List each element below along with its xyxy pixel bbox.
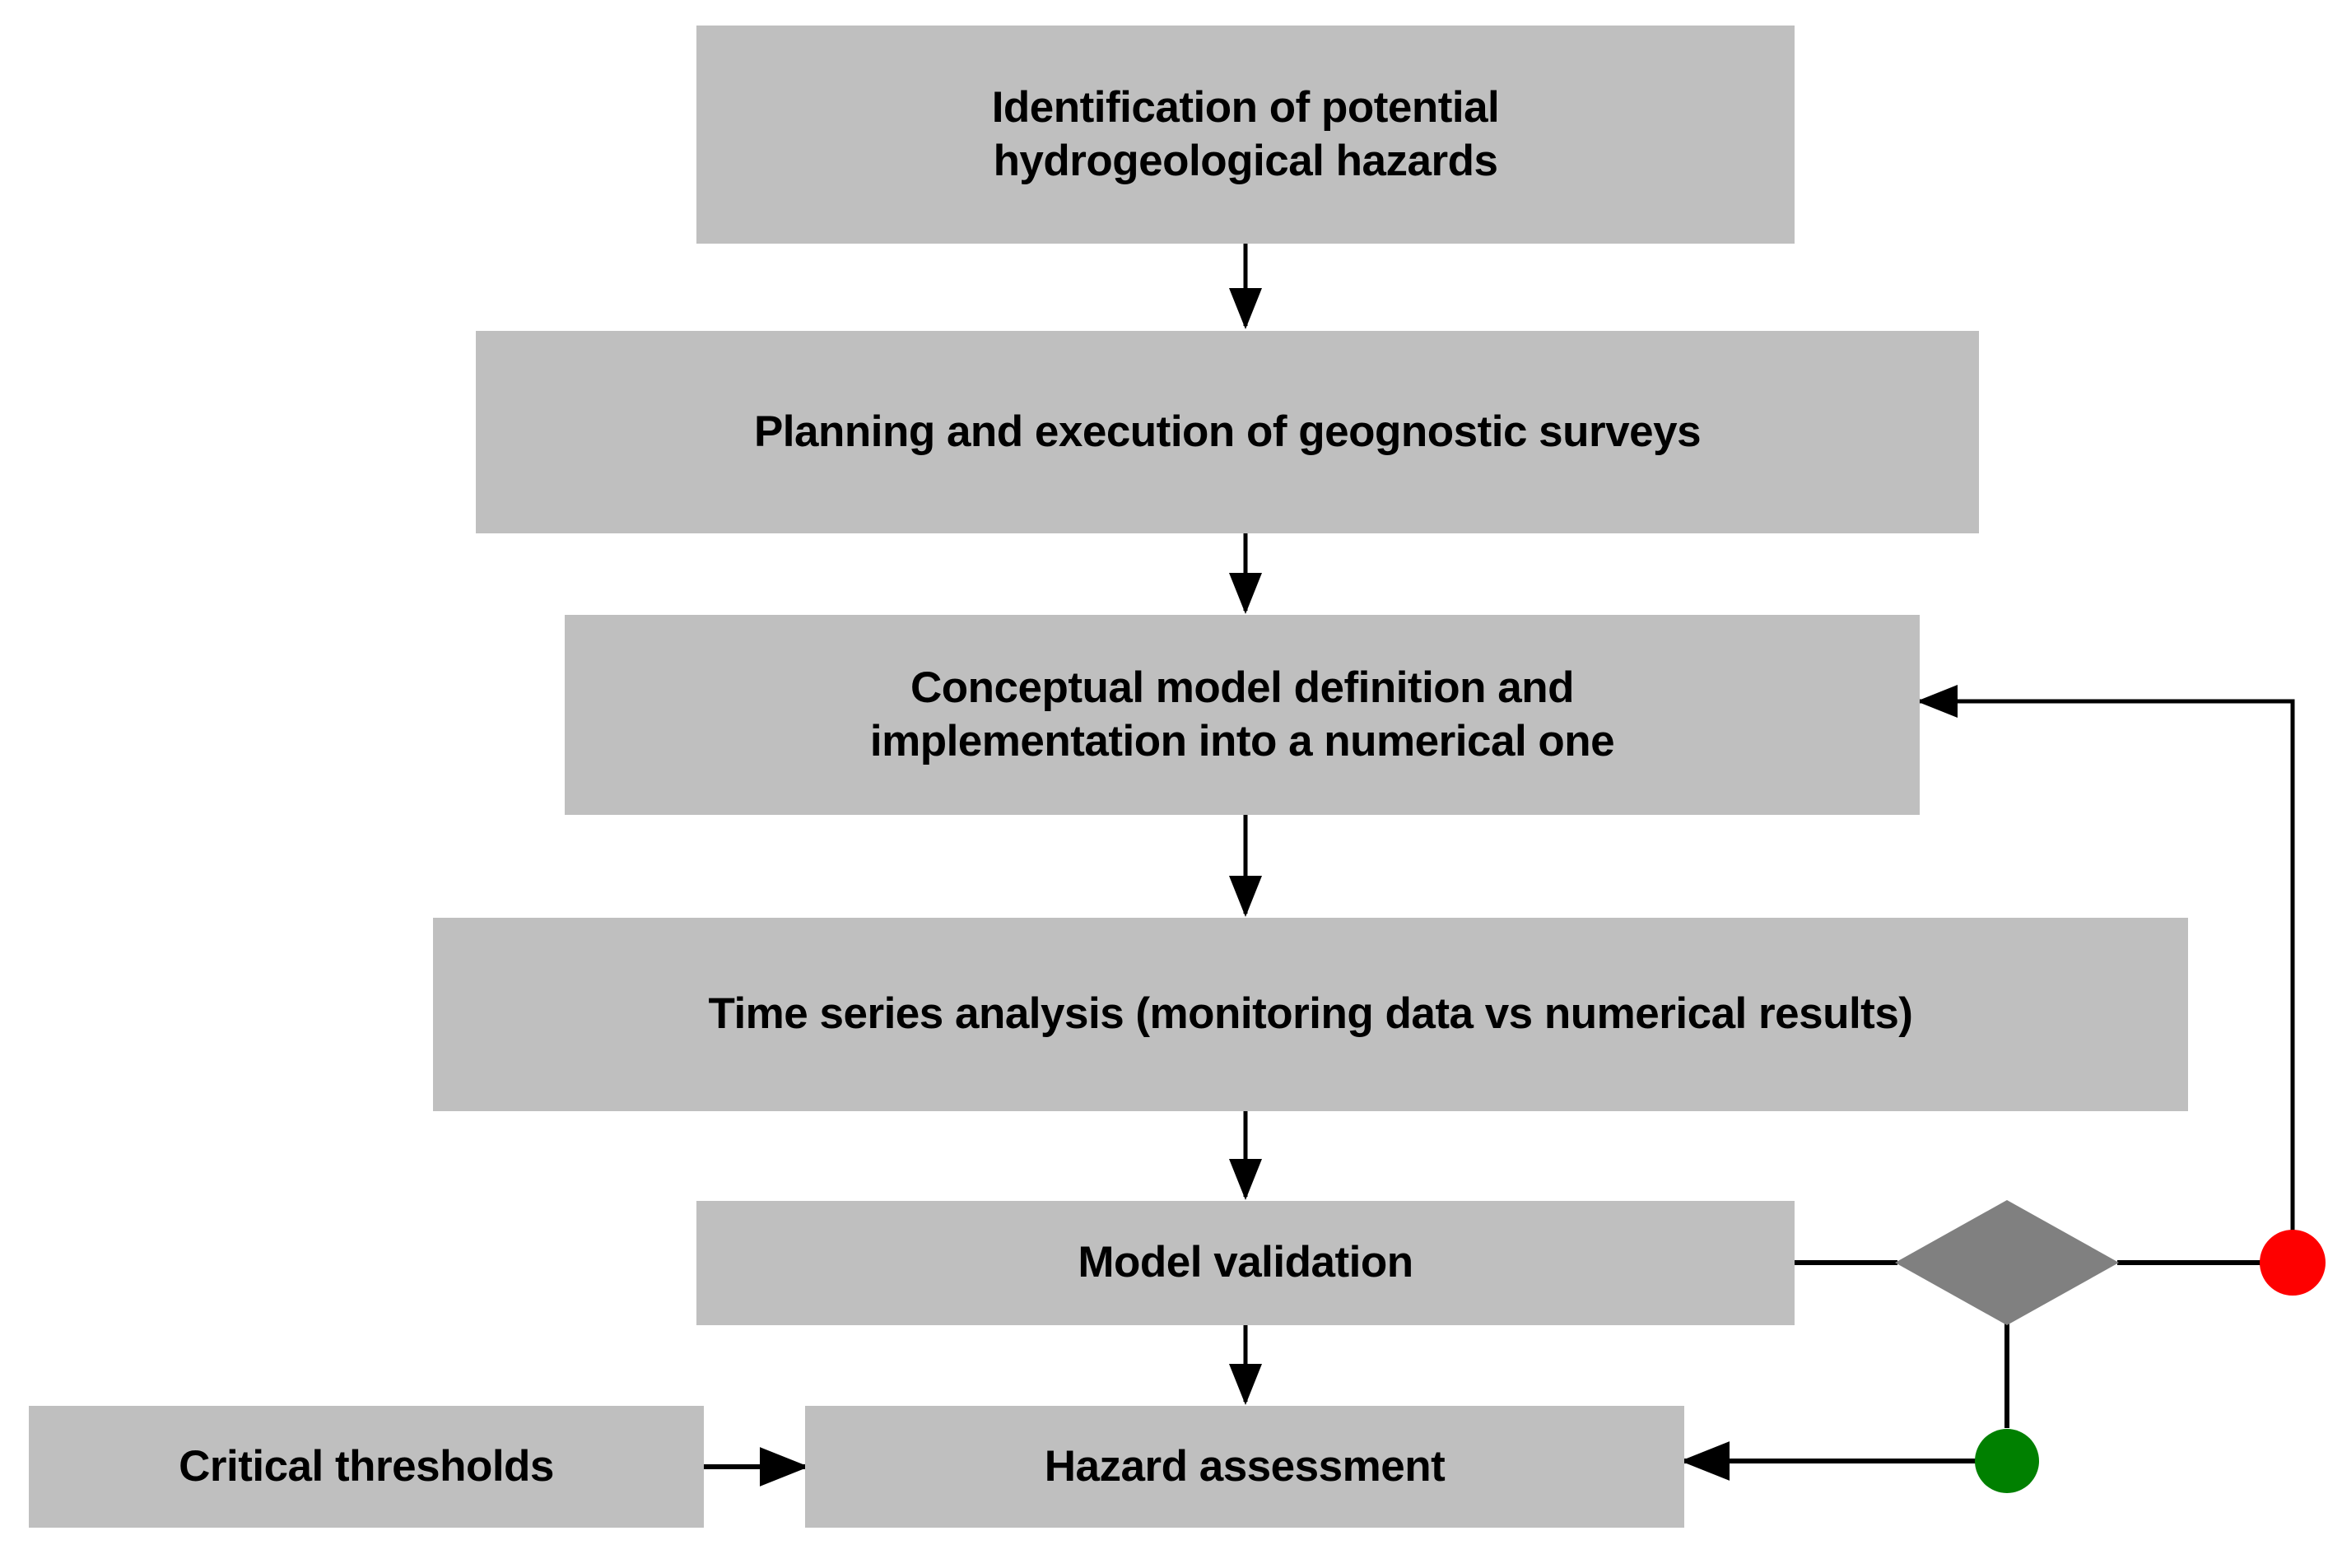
node-hazard-assessment-label: Hazard assessment — [1044, 1441, 1446, 1491]
node-identification[interactable]: Identification of potential hydrogeologi… — [696, 26, 1795, 244]
node-conceptual-model-line-1: Conceptual model definition and — [910, 663, 1575, 712]
node-surveys-label: Planning and execution of geognostic sur… — [753, 407, 1702, 456]
node-identification-label: Identification of potential hydrogeologi… — [708, 81, 1783, 188]
node-conceptual-model[interactable]: Conceptual model definition and implemen… — [565, 615, 1920, 815]
node-model-validation-label: Model validation — [1078, 1238, 1413, 1287]
node-critical-thresholds-label: Critical thresholds — [179, 1441, 554, 1491]
node-critical-thresholds[interactable]: Critical thresholds — [29, 1406, 704, 1528]
node-model-validation[interactable]: Model validation — [696, 1201, 1795, 1325]
decision-diamond[interactable] — [1893, 1198, 2121, 1327]
node-conceptual-model-line-2: implementation into a numerical one — [869, 716, 1615, 765]
decision-diamond-shape — [1895, 1200, 2119, 1325]
node-surveys[interactable]: Planning and execution of geognostic sur… — [476, 331, 1979, 533]
node-hazard-assessment[interactable]: Hazard assessment — [805, 1406, 1684, 1528]
node-time-series[interactable]: Time series analysis (monitoring data vs… — [433, 918, 2188, 1111]
node-conceptual-model-label: Conceptual model definition and implemen… — [576, 662, 1908, 768]
node-identification-line-2: hydrogeological hazards — [993, 136, 1498, 185]
node-identification-line-1: Identification of potential — [991, 82, 1500, 132]
not-validated-marker[interactable] — [2260, 1230, 2326, 1296]
node-time-series-label: Time series analysis (monitoring data vs… — [708, 989, 1913, 1039]
validated-marker[interactable] — [1975, 1429, 2039, 1493]
